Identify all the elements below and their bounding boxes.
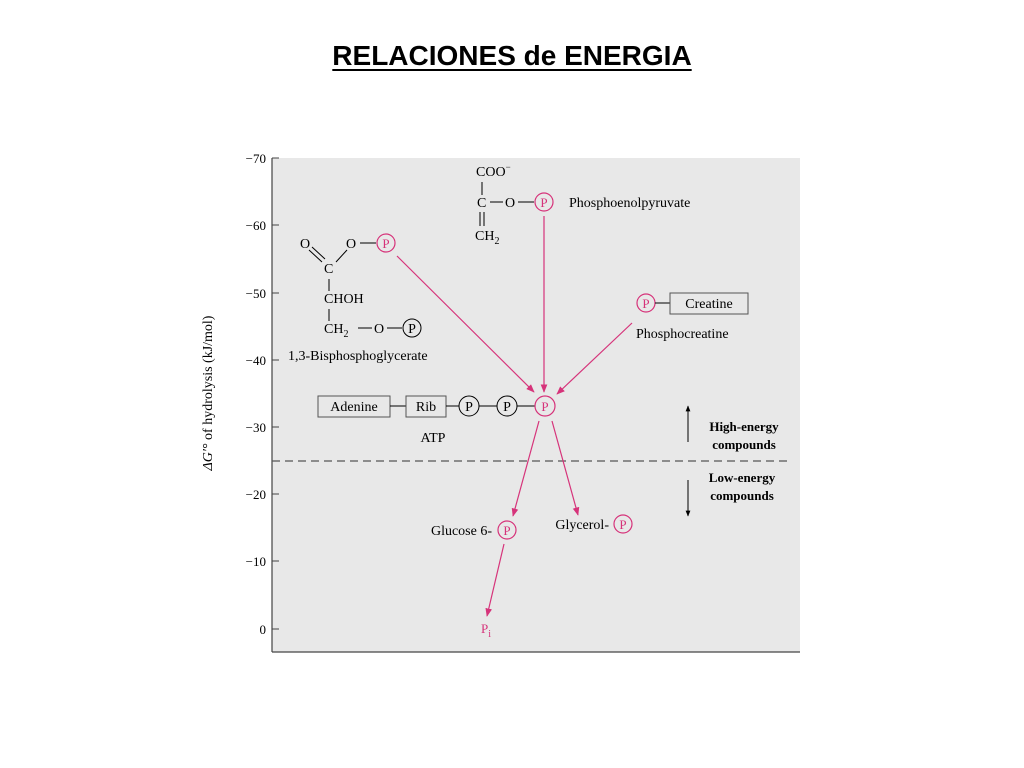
- tick-label: 0: [260, 622, 267, 637]
- plot-background: [272, 158, 800, 652]
- tick-label: −30: [246, 420, 266, 435]
- arrow-g6p-to-pi: [485, 543, 505, 617]
- pep-ch2: CH2: [475, 229, 499, 247]
- p-circle: [376, 233, 396, 253]
- pep-c: C: [477, 196, 486, 211]
- bpg-o1: O: [300, 237, 310, 252]
- p-symbol: P: [541, 399, 548, 414]
- bpg-o2: O: [346, 237, 356, 252]
- bpg-ch2: CH2: [324, 322, 348, 340]
- p-circle: [534, 395, 556, 417]
- arrow-atp-to-g6p: [511, 420, 540, 517]
- tick-label: −60: [246, 218, 266, 233]
- p-symbol: P: [503, 523, 510, 538]
- tick-label: −40: [246, 353, 266, 368]
- tick-label: −50: [246, 286, 266, 301]
- arrow-atp-to-glycerol: [551, 420, 580, 516]
- high-energy-label-2: compounds: [712, 437, 776, 452]
- compound-glycerol-phosphate: Glycerol- P: [555, 514, 633, 534]
- y-axis-label-text: of hydrolysis (kJ/mol): [201, 315, 216, 443]
- transfer-arrows: [396, 216, 633, 617]
- p-symbol: P: [503, 400, 511, 415]
- pep-coo: COO−: [476, 162, 511, 180]
- bpg-choh: CHOH: [324, 292, 364, 307]
- arrow-bpg-to-atp: [396, 255, 535, 393]
- tick-label: −70: [246, 151, 266, 166]
- low-energy-label-1: Low-energy: [709, 470, 776, 485]
- gly-name: Glycerol-: [555, 518, 609, 533]
- tick-label: −10: [246, 554, 266, 569]
- p-symbol: P: [642, 296, 649, 311]
- bpg-o3: O: [374, 322, 384, 337]
- y-axis-label-symbol: ΔG′°: [201, 443, 216, 471]
- compound-glucose-6-phosphate: Glucose 6- P: [431, 520, 517, 540]
- y-axis-label: ΔG′° of hydrolysis (kJ/mol): [201, 315, 216, 471]
- compound-phosphocreatine: P Creatine Phosphocreatine: [636, 292, 749, 342]
- pcr-name: Phosphocreatine: [636, 327, 729, 342]
- creatine-box: [669, 292, 749, 315]
- p-symbol: P: [465, 400, 473, 415]
- g6p-name: Glucose 6-: [431, 524, 492, 539]
- arrow-pcr-to-atp: [556, 322, 633, 395]
- y-axis-ticks: [272, 157, 279, 630]
- page-title: RELACIONES de ENERGIA: [0, 40, 1024, 72]
- bpg-c: C: [324, 262, 333, 277]
- p-symbol: P: [408, 322, 416, 337]
- pep-name: Phosphoenolpyruvate: [569, 196, 690, 211]
- p-symbol: P: [619, 517, 626, 532]
- atp-name: ATP: [421, 431, 446, 446]
- p-circle: [613, 514, 633, 534]
- y-axis-tick-labels: −70 −60 −50 −40 −30 −20 −10 0: [246, 151, 266, 637]
- p-symbol: P: [540, 195, 547, 210]
- inorganic-phosphate: Pi: [481, 621, 491, 640]
- compound-phosphoenolpyruvate: COO− C O P CH2 Phosphoenolpyruvate: [475, 162, 690, 247]
- p-circle: [402, 318, 422, 338]
- page-title-text: RELACIONES de ENERGIA: [332, 40, 692, 71]
- bpg-name: 1,3-Bisphosphoglycerate: [288, 349, 428, 364]
- compound-atp: Adenine Rib P P P ATP: [317, 395, 556, 446]
- ribose-label: Rib: [416, 400, 436, 415]
- compound-bisphosphoglycerate: O O P C CHOH CH2 O P 1,3-Bisphosphoglyce…: [288, 233, 428, 364]
- low-energy-label-2: compounds: [710, 488, 774, 503]
- high-energy-label-1: High-energy: [709, 419, 779, 434]
- creatine-label: Creatine: [685, 297, 732, 312]
- p-circle: [534, 192, 554, 212]
- p-circle: [497, 520, 517, 540]
- p-symbol: P: [382, 236, 389, 251]
- pep-o: O: [505, 196, 515, 211]
- adenine-label: Adenine: [330, 400, 377, 415]
- tick-label: −20: [246, 487, 266, 502]
